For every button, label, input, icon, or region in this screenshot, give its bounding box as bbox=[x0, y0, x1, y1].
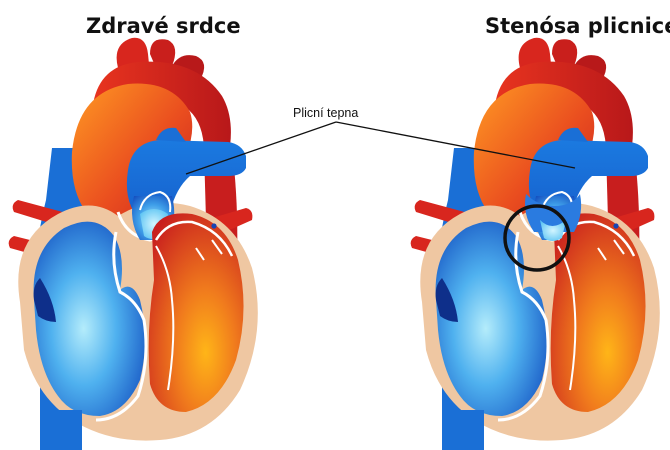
title-pulmonary-stenosis: Stenósa plicnice bbox=[485, 14, 670, 38]
healthy-heart-illustration bbox=[9, 38, 258, 450]
stenotic-heart-illustration bbox=[411, 38, 660, 450]
label-pulmonary-artery: Plicní tepna bbox=[293, 106, 358, 120]
title-healthy-heart: Zdravé srdce bbox=[86, 14, 241, 38]
